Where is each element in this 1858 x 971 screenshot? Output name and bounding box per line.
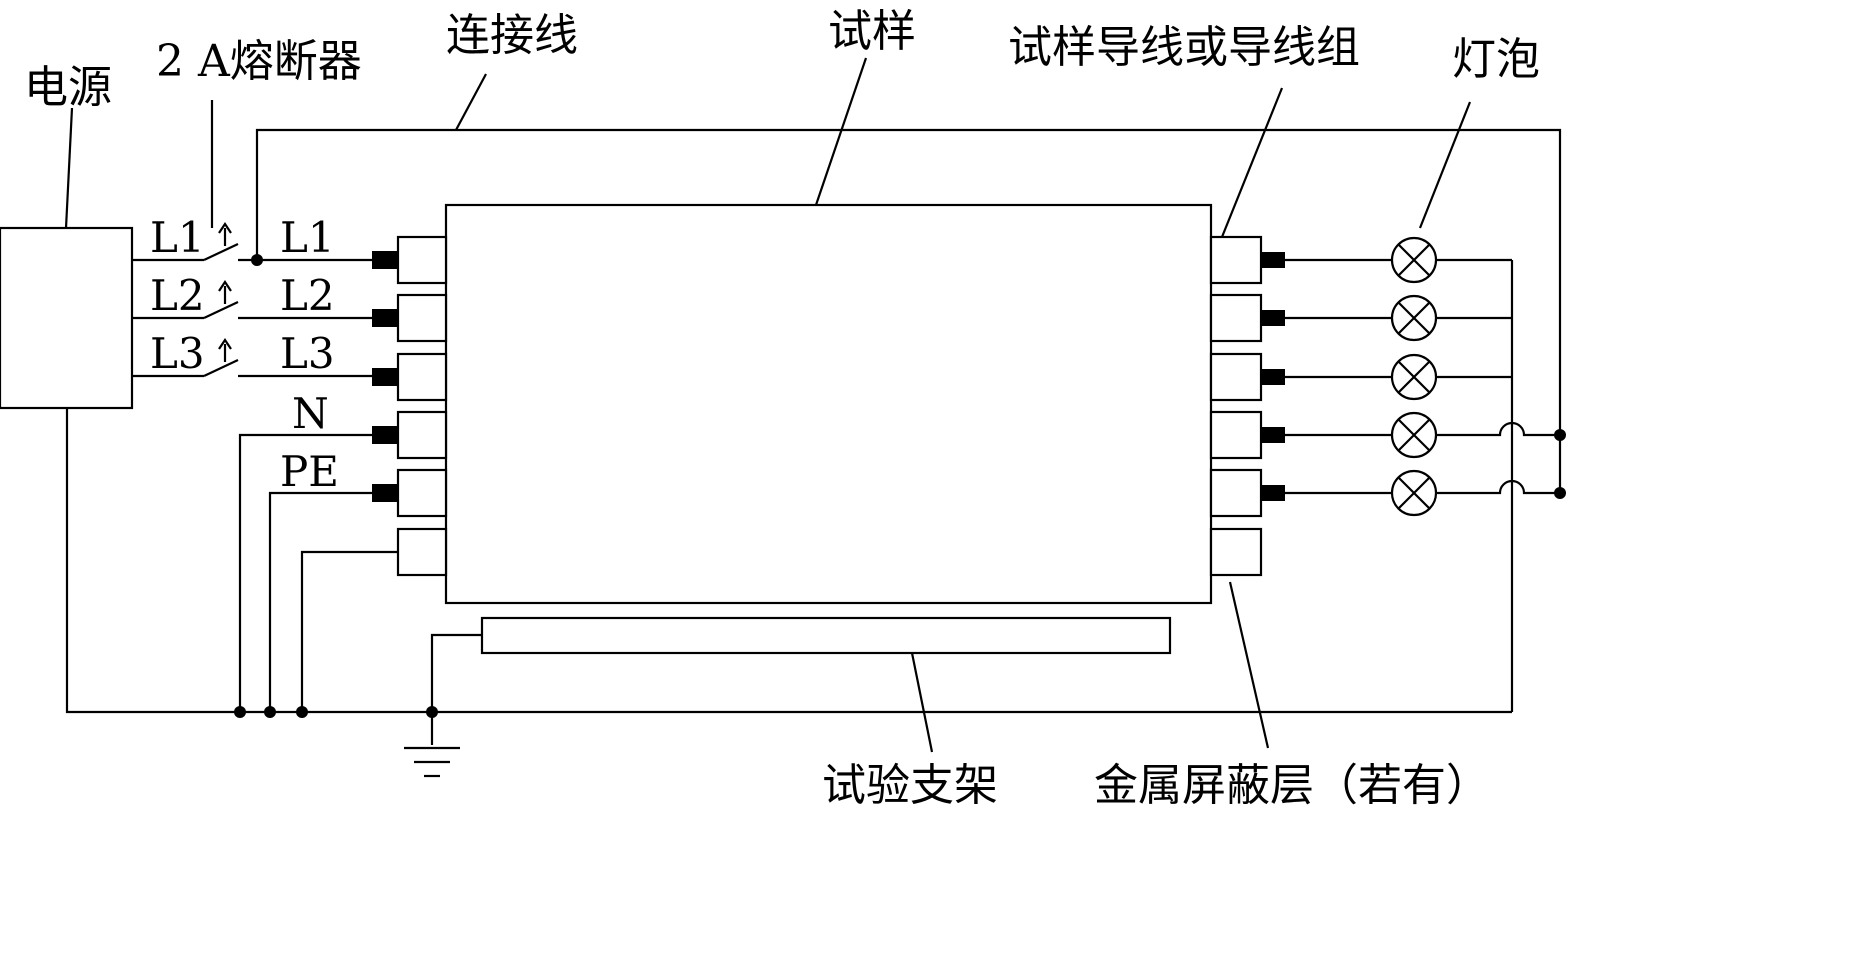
line-terminal-l3: L3 [280, 329, 335, 378]
metal-shield-label: 金属屏蔽层（若有） [1094, 760, 1490, 811]
line-terminal-l2: L2 [280, 271, 335, 320]
plugs [372, 251, 1285, 502]
lamp-icon [1390, 353, 1438, 401]
leader-lines [64, 57, 1472, 753]
lamp-icon [1390, 411, 1438, 459]
line-terminal-pe: PE [280, 447, 339, 496]
lamp-icon [1390, 294, 1438, 342]
left-connectors [396, 235, 448, 577]
right-connectors [1209, 235, 1263, 577]
sample-leads-label: 试样导线或导线组 [1008, 22, 1360, 73]
power-supply-box [0, 226, 134, 410]
sample-box [444, 203, 1213, 605]
line-terminal-n: N [292, 389, 329, 438]
line-terminal-l1: L1 [280, 213, 335, 262]
circuit-diagram: 电源 2 A熔断器 连接线 试样 试样导线或导线组 灯泡 试验支架 金属屏蔽层（… [0, 6, 1566, 811]
fuse-terminal-l1: L1 [150, 213, 205, 262]
test-support-bar [480, 616, 1172, 655]
lamp-icon [1390, 236, 1438, 284]
lamps [1390, 236, 1438, 517]
fuse-terminal-l2: L2 [150, 271, 205, 320]
power-supply-label: 电源 [24, 62, 112, 113]
lamp-label: 灯泡 [1452, 34, 1540, 85]
test-support-label: 试验支架 [822, 760, 998, 811]
lamp-icon [1390, 469, 1438, 517]
fuse-terminal-l3: L3 [150, 329, 205, 378]
junction-dots [234, 254, 1566, 718]
connecting-wire-label: 连接线 [446, 10, 578, 61]
fuse-label: 2 A熔断器 [156, 36, 362, 87]
sample-label: 试样 [828, 6, 916, 57]
